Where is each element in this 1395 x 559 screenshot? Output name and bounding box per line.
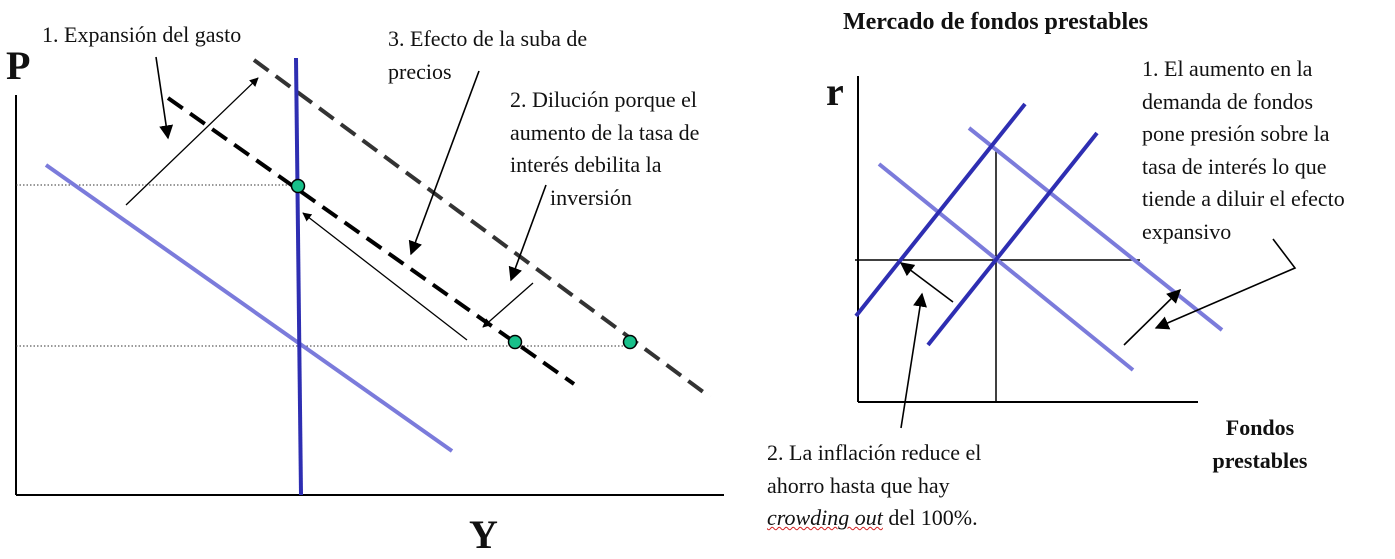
annotation-inflation: 2. La inflación reduce el ahorro hasta q… bbox=[767, 437, 981, 535]
funds-demand-curve-initial bbox=[877, 162, 1135, 372]
right-x-axis-label: Fondos prestables bbox=[1200, 412, 1320, 477]
supply-shift-arrow bbox=[899, 262, 954, 303]
annotation-dilution-line: aumento de la tasa de bbox=[510, 119, 700, 145]
annotation-fund-demand: 1. El aumento en la demanda de fondos po… bbox=[1142, 53, 1345, 248]
right-y-axis-label: r bbox=[826, 69, 844, 114]
funds-supply-curve-initial bbox=[926, 131, 1099, 347]
initial-demand-curve bbox=[44, 163, 454, 453]
annotation-dilution-line: interés debilita la bbox=[510, 152, 662, 177]
annotation-spending-expansion: 1. Expansión del gasto bbox=[42, 22, 242, 47]
label1-pointer-arrow bbox=[155, 56, 174, 140]
label2-pointer-arrow bbox=[508, 184, 547, 282]
annotation-fund-demand-line: tiende a diluir el efecto bbox=[1142, 186, 1345, 211]
left-x-axis-label: Y bbox=[469, 512, 498, 557]
right-x-axis-label-line: prestables bbox=[1212, 447, 1308, 473]
annotation-inflation-tail: del 100%. bbox=[882, 505, 978, 530]
annotation-inflation-line: ahorro hasta que hay bbox=[767, 472, 950, 498]
dilution-arrow bbox=[482, 282, 534, 328]
annotation-fund-demand-line: pone presión sobre la bbox=[1142, 121, 1330, 146]
annotation-price-effect-line: 3. Efecto de la suba de bbox=[388, 26, 588, 51]
equilibrium-point-diluted bbox=[507, 334, 523, 350]
left-ad-as-graph bbox=[15, 56, 724, 496]
demand-shift-arrow bbox=[1123, 289, 1181, 346]
diluted-demand-curve-dashed bbox=[166, 96, 576, 386]
annotation-dilution: 2. Dilución porque el aumento de la tasa… bbox=[510, 84, 699, 214]
annotation-price-effect: 3. Efecto de la suba de precios bbox=[388, 23, 587, 88]
funds-supply-curve-shifted bbox=[854, 102, 1027, 318]
equilibrium-point-expanded bbox=[622, 334, 638, 350]
annotation-inflation-line: 2. La inflación reduce el bbox=[767, 440, 982, 465]
crowding-out-term: crowding out bbox=[767, 505, 883, 530]
annotation-fund-demand-line: expansivo bbox=[1142, 218, 1232, 244]
annotation-price-effect-line: precios bbox=[388, 58, 452, 84]
label2-pointer-arrow-right bbox=[900, 292, 927, 429]
panel-title: Mercado de fondos prestables bbox=[843, 9, 1149, 35]
label3-pointer-arrow bbox=[408, 70, 480, 256]
spending-expansion-arrow bbox=[125, 77, 259, 206]
annotation-fund-demand-line: demanda de fondos bbox=[1142, 88, 1314, 114]
label1-bracket-pointer bbox=[1154, 238, 1297, 330]
price-increase-effect-arrow bbox=[302, 212, 468, 341]
annotation-dilution-line: inversión bbox=[550, 184, 632, 210]
annotation-fund-demand-line: tasa de interés lo que bbox=[1142, 153, 1327, 179]
equilibrium-point-initial bbox=[290, 178, 306, 194]
annotation-fund-demand-line: 1. El aumento en la bbox=[1142, 56, 1313, 81]
left-y-axis-label: P bbox=[6, 43, 31, 88]
right-x-axis-label-line: Fondos bbox=[1225, 415, 1295, 440]
annotation-inflation-line-3: crowding out del 100%. bbox=[767, 502, 981, 535]
right-loanable-funds-graph bbox=[854, 76, 1297, 429]
vertical-supply-curve bbox=[294, 57, 303, 496]
annotation-dilution-line: 2. Dilución porque el bbox=[510, 87, 697, 112]
